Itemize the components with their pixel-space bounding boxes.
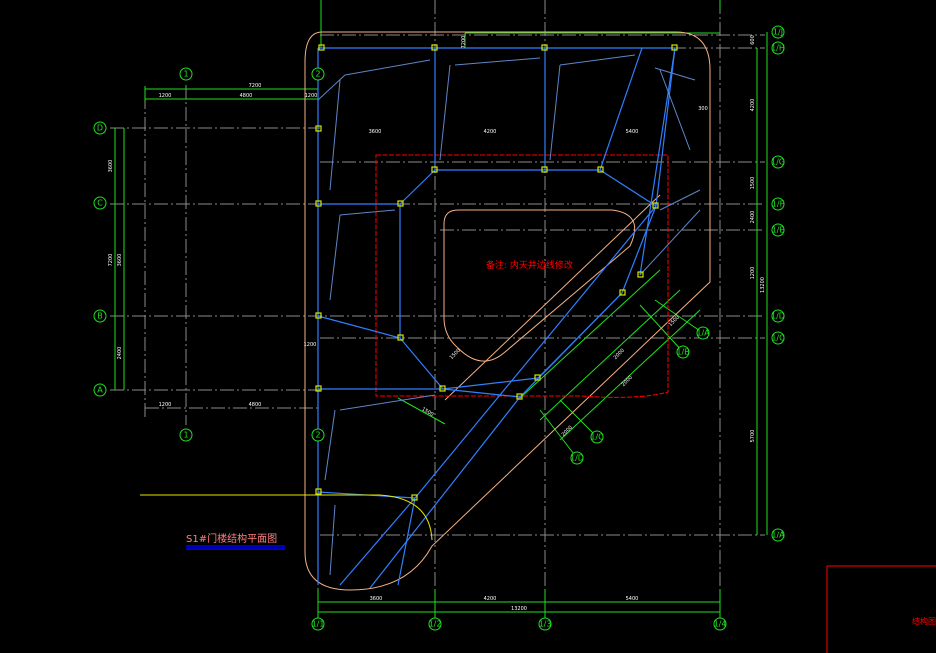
svg-text:3600: 3600 [370, 596, 383, 602]
axis-bubble: C [93, 196, 107, 210]
svg-text:2: 2 [315, 431, 320, 440]
axis-bubble: 1/3 [538, 617, 552, 631]
revision-note: 备注: 内天井边线修改 [486, 259, 573, 271]
svg-text:1/4: 1/4 [714, 620, 727, 629]
axis-bubble: 2 [311, 67, 325, 81]
axis-bubble: D [93, 121, 107, 135]
axis-bubbles-left: D C B A 1 2 1 2 [93, 67, 325, 442]
svg-text:1/H: 1/H [771, 44, 785, 53]
svg-text:1200: 1200 [159, 93, 172, 99]
svg-text:1/C: 1/C [590, 433, 604, 442]
title-block-text: 结构图 [912, 616, 936, 626]
axis-bubble: 1/C [771, 331, 785, 345]
svg-text:2400: 2400 [117, 347, 123, 360]
axis-bubble: 1/H [771, 41, 785, 55]
svg-text:2: 2 [315, 70, 320, 79]
svg-text:4200: 4200 [484, 596, 497, 602]
svg-text:5700: 5700 [750, 430, 756, 443]
svg-text:1200: 1200 [750, 267, 756, 280]
svg-text:1/D: 1/D [771, 312, 785, 321]
svg-text:3600: 3600 [108, 160, 114, 173]
svg-text:7200: 7200 [461, 36, 467, 49]
svg-text:4800: 4800 [249, 402, 262, 408]
axis-bubble: 1/B [676, 345, 690, 359]
axis-bubble: 1 [179, 428, 193, 442]
columns [315, 44, 678, 501]
svg-text:1500: 1500 [750, 177, 756, 190]
svg-text:7200: 7200 [249, 83, 262, 89]
svg-text:4800: 4800 [240, 93, 253, 99]
dimension-lines [114, 0, 768, 618]
svg-text:C: C [97, 199, 103, 208]
svg-text:1/3: 1/3 [539, 620, 552, 629]
svg-text:1/B: 1/B [676, 348, 689, 357]
axis-bubble: 1/2 [428, 617, 442, 631]
building-outline [304, 31, 711, 591]
svg-text:2000: 2000 [561, 425, 574, 438]
svg-text:1: 1 [183, 431, 188, 440]
svg-text:2400: 2400 [750, 211, 756, 224]
axis-bubble: 1/C [590, 430, 604, 444]
svg-text:13200: 13200 [760, 277, 766, 293]
diagonal-edge-line [444, 194, 661, 401]
svg-text:1/A: 1/A [771, 531, 785, 540]
svg-text:300: 300 [698, 106, 708, 112]
title-block-frame [826, 565, 936, 653]
courtyard-outline [443, 209, 635, 362]
axis-bubble: 1/D [771, 309, 785, 323]
axis-bubble: 1/1 [311, 612, 325, 631]
svg-text:4200: 4200 [750, 99, 756, 112]
axis-bubble: 1/E [771, 223, 785, 237]
svg-text:1/A: 1/A [696, 329, 710, 338]
drawing-title: S1#门楼结构平面图 [186, 532, 277, 545]
dimension-texts: 7200 7200 1200 4800 1200 1200 4800 3600 … [108, 35, 766, 612]
svg-text:7200: 7200 [108, 254, 114, 267]
axis-bubbles-bottom: 1/1 1/2 1/3 1/4 [311, 612, 727, 631]
svg-text:A: A [97, 386, 103, 395]
axis-bubble: A [93, 383, 107, 397]
axis-bubble: 1/D [570, 451, 584, 465]
axis-bubble: 1/4 [713, 617, 727, 631]
svg-text:5400: 5400 [626, 129, 639, 135]
revision-cloud [375, 154, 669, 398]
axis-bubble: 1/G [771, 155, 785, 169]
svg-text:1/F: 1/F [772, 200, 785, 209]
axis-bubbles-right: 1/J 1/H 1/G 1/F 1/E 1/D 1/C 1/A [771, 25, 785, 542]
axis-bubble: 1 [179, 67, 193, 81]
svg-text:1/2: 1/2 [429, 620, 442, 629]
svg-text:D: D [97, 124, 103, 133]
svg-text:1200: 1200 [304, 342, 317, 348]
axis-bubble: 1/F [771, 197, 785, 211]
axis-bubble: 2 [311, 428, 325, 442]
svg-text:1/G: 1/G [771, 158, 785, 167]
svg-text:3600: 3600 [369, 129, 382, 135]
svg-text:600: 600 [750, 35, 756, 45]
svg-text:1/E: 1/E [772, 226, 785, 235]
svg-text:1200: 1200 [305, 93, 318, 99]
svg-text:1/C: 1/C [771, 334, 785, 343]
axis-bubble: 1/J [771, 25, 785, 39]
svg-text:1/1: 1/1 [312, 620, 325, 629]
svg-text:B: B [97, 312, 103, 321]
svg-text:1: 1 [183, 70, 188, 79]
svg-text:4200: 4200 [484, 129, 497, 135]
svg-text:1500: 1500 [420, 406, 434, 418]
svg-text:1/J: 1/J [773, 28, 783, 37]
svg-text:1/D: 1/D [570, 454, 584, 463]
axis-bubble: B [93, 309, 107, 323]
svg-text:2000: 2000 [613, 348, 626, 361]
svg-text:2000: 2000 [621, 375, 634, 388]
axis-bubbles-diagonal: 1/A 1/B 1/C 1/D [570, 326, 710, 465]
svg-text:1200: 1200 [159, 402, 172, 408]
svg-text:13200: 13200 [511, 606, 527, 612]
svg-text:3600: 3600 [117, 254, 123, 267]
grid-lines [110, 0, 765, 600]
axis-bubble: 1/A [771, 528, 785, 542]
axis-bubble: 1/A [696, 326, 710, 340]
svg-text:5400: 5400 [626, 596, 639, 602]
yellow-reference-line [140, 494, 433, 541]
